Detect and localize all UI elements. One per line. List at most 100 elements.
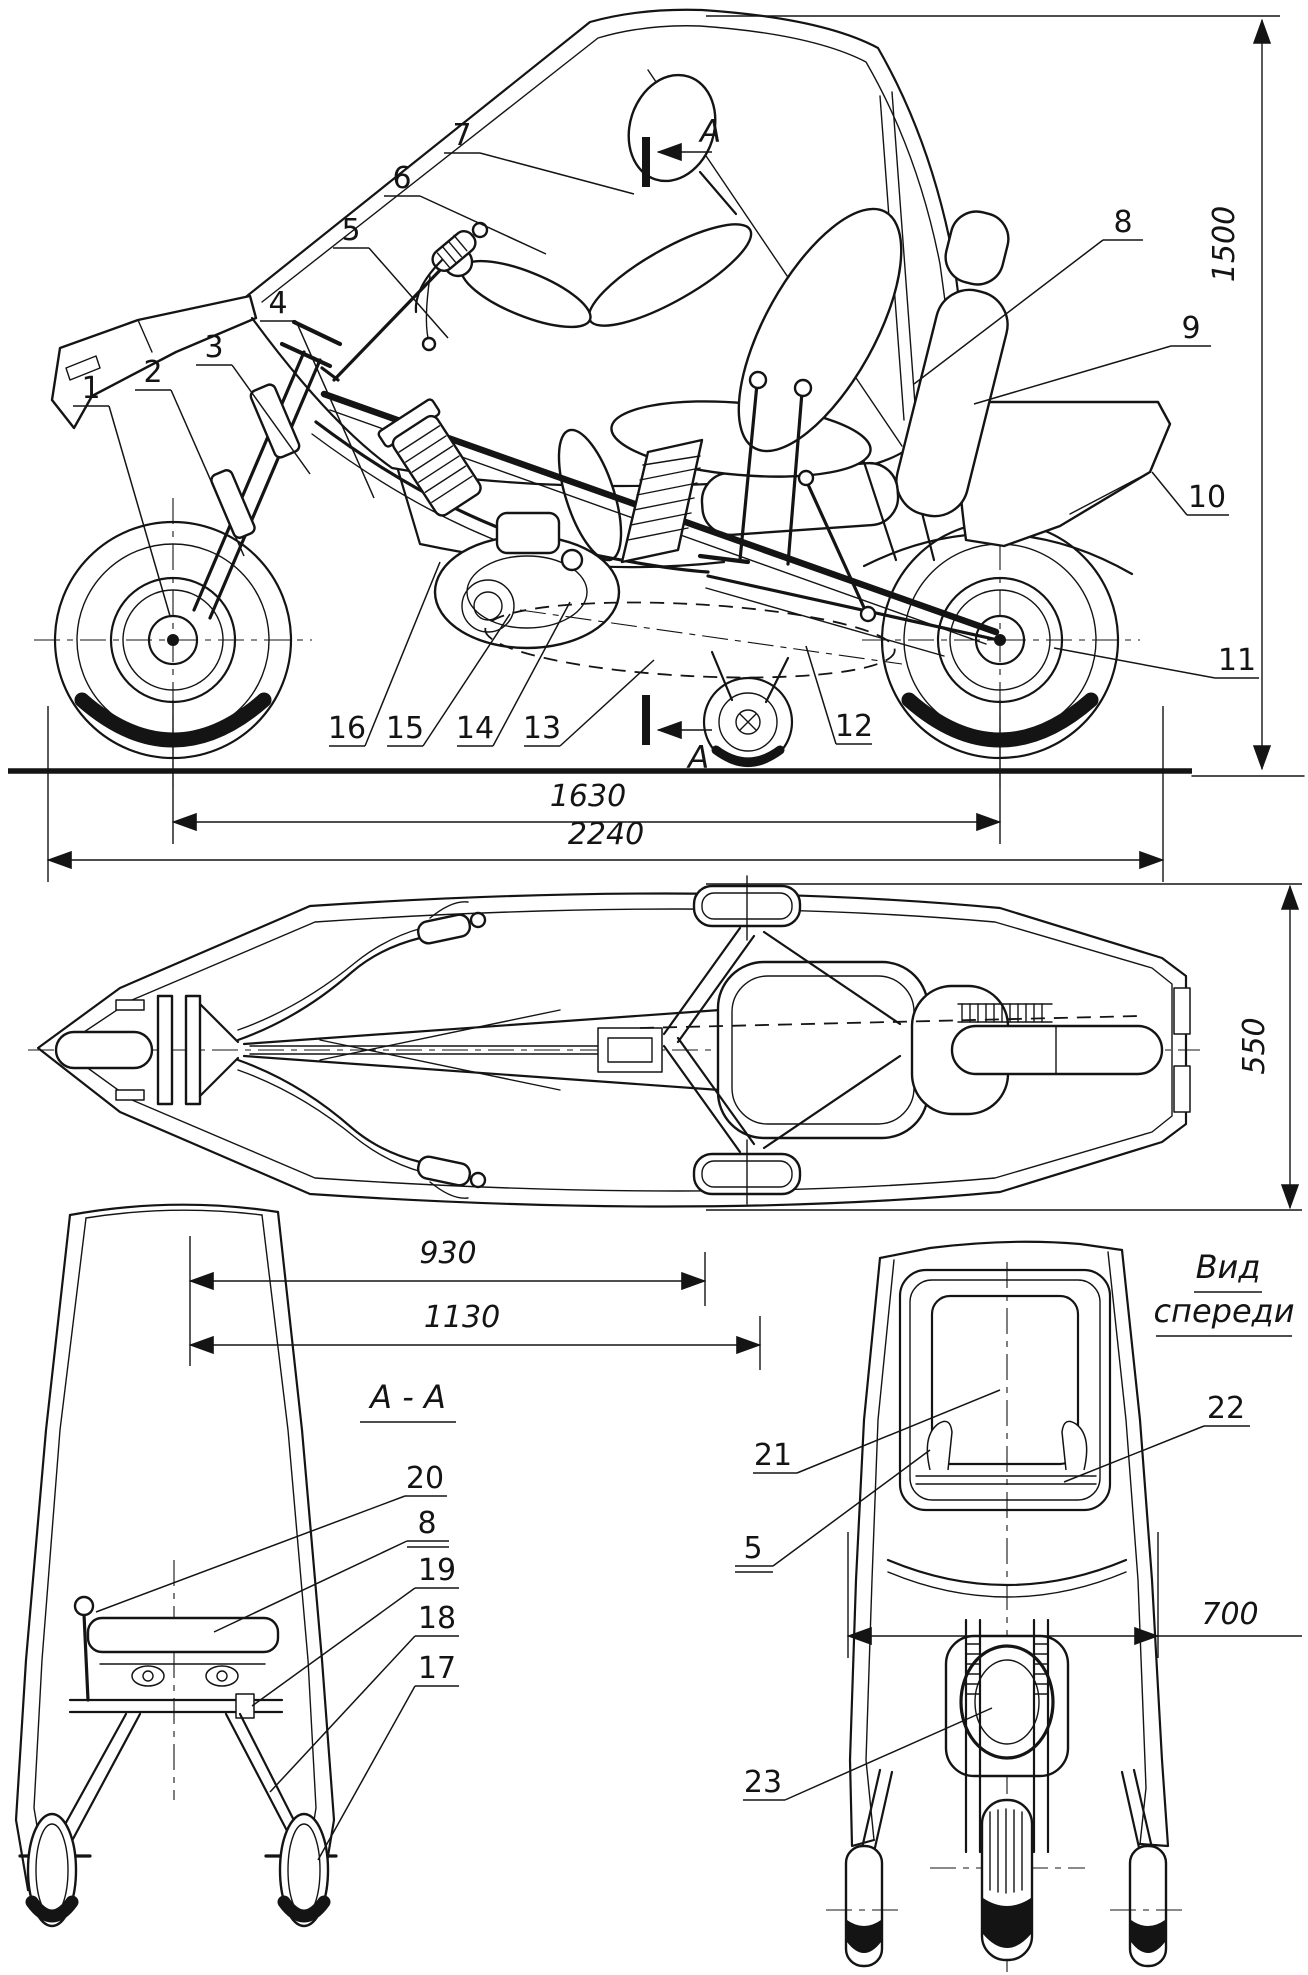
- drive-centerline: [519, 609, 903, 665]
- svg-text:15: 15: [386, 711, 424, 746]
- svg-text:550: 550: [1237, 1017, 1272, 1074]
- svg-text:4: 4: [268, 286, 287, 321]
- callout-3: 3: [196, 330, 311, 475]
- svg-text:12: 12: [835, 709, 873, 744]
- callout-9: 9: [973, 311, 1211, 405]
- section-seat: [68, 1595, 284, 1719]
- callout-15: 15: [386, 613, 511, 747]
- section-view-aa: А - А 20 8 19 18 17: [14, 1203, 459, 1928]
- outrigger-plan-upper: [662, 875, 902, 1044]
- callout-11: 11: [1053, 643, 1259, 679]
- callout-5-front: 5: [735, 1449, 931, 1573]
- hull-inner-line: [59, 908, 1173, 1192]
- svg-text:7: 7: [452, 118, 471, 153]
- handlebar-plan: [236, 901, 487, 1199]
- callout-20: 20: [95, 1461, 447, 1613]
- callout-13: 13: [523, 659, 655, 747]
- vent-panel: [620, 438, 704, 564]
- callout-22: 22: [1063, 1391, 1250, 1483]
- callout-1: 1: [73, 371, 171, 617]
- front-body-nose: [50, 294, 258, 430]
- dimension-wheelbase: 1630: [171, 700, 1002, 844]
- callout-23: 23: [743, 1707, 993, 1801]
- front-cowl: [886, 1558, 1128, 1778]
- callout-16: 16: [328, 561, 441, 747]
- svg-text:6: 6: [392, 161, 411, 196]
- svg-text:20: 20: [406, 1461, 444, 1496]
- svg-text:14: 14: [456, 711, 494, 746]
- svg-text:5: 5: [341, 213, 360, 248]
- svg-text:1630: 1630: [550, 779, 626, 814]
- dimension-1130: 1130: [188, 1300, 762, 1370]
- svg-text:23: 23: [744, 1765, 782, 1800]
- control-levers: [697, 370, 813, 566]
- front-fork: [192, 319, 343, 620]
- front-wheel-plan: [54, 994, 240, 1106]
- front-view: 700 Вид спереди 21 22 5 23: [735, 1240, 1302, 1972]
- tail-detail-lower: [1173, 1065, 1191, 1113]
- svg-text:21: 21: [754, 1438, 792, 1473]
- rear-wheel-plan: [639, 1003, 1164, 1076]
- svg-text:2: 2: [143, 355, 162, 390]
- windshield: [898, 1268, 1112, 1512]
- callout-18: 18: [269, 1601, 459, 1793]
- callout-6: 6: [384, 161, 547, 255]
- callout-2: 2: [135, 355, 245, 557]
- svg-text:1: 1: [81, 371, 100, 406]
- section-title: А - А: [360, 1378, 456, 1423]
- svg-text:17: 17: [418, 1651, 456, 1686]
- outrigger-plan-lower: [662, 1036, 902, 1205]
- svg-text:13: 13: [523, 711, 561, 746]
- callout-8-section: 8: [213, 1506, 449, 1633]
- svg-text:22: 22: [1207, 1391, 1245, 1426]
- svg-text:1500: 1500: [1207, 206, 1242, 282]
- top-view: 550: [28, 875, 1302, 1211]
- front-view-title: Вид спереди: [1153, 1248, 1295, 1337]
- svg-text:Вид: Вид: [1196, 1248, 1261, 1286]
- callout-17: 17: [317, 1651, 459, 1861]
- svg-text:930: 930: [419, 1236, 476, 1271]
- dimension-body-width: 550: [706, 883, 1302, 1211]
- callout-12: 12: [805, 645, 873, 745]
- dimension-overall-length: 2240: [46, 706, 1165, 882]
- svg-text:8: 8: [1113, 205, 1132, 240]
- section-outriggers: [18, 1712, 338, 1928]
- callout-7: 7: [444, 118, 635, 195]
- front-fork-front: [930, 1618, 1085, 1962]
- headlight: [959, 1644, 1055, 1760]
- section-marker-top: A: [642, 114, 721, 187]
- svg-text:11: 11: [1218, 643, 1256, 678]
- callout-5: 5: [333, 213, 449, 339]
- driver-manikin: [442, 73, 903, 585]
- engine: [377, 398, 621, 650]
- svg-text:700: 700: [1201, 1597, 1258, 1632]
- svg-text:2240: 2240: [568, 817, 644, 852]
- side-view: A A 1 2 3 4 5 6 7 8 9 10 11 12 13 14 15 …: [8, 8, 1305, 882]
- callout-14: 14: [456, 601, 571, 747]
- svg-text:9: 9: [1181, 311, 1200, 346]
- svg-text:18: 18: [418, 1601, 456, 1636]
- section-marker-bottom: A: [642, 695, 712, 776]
- svg-text:8: 8: [417, 1506, 436, 1541]
- svg-text:А - А: А - А: [368, 1378, 446, 1416]
- section-letter-top: A: [698, 114, 721, 150]
- callout-8: 8: [913, 205, 1143, 385]
- section-letter-bottom: A: [686, 740, 709, 776]
- dimension-overall-height: 1500: [706, 15, 1280, 771]
- front-outrigger-left: [826, 1768, 902, 1968]
- svg-text:19: 19: [418, 1553, 456, 1588]
- drive-belt-outline: [484, 601, 896, 679]
- callout-4: 4: [260, 286, 375, 499]
- dimension-930: 930: [188, 1236, 707, 1366]
- driver-seat: [700, 210, 1010, 537]
- svg-text:1130: 1130: [424, 1300, 500, 1335]
- svg-text:16: 16: [328, 711, 366, 746]
- svg-text:5: 5: [743, 1531, 762, 1566]
- svg-text:3: 3: [204, 330, 223, 365]
- svg-text:спереди: спереди: [1153, 1292, 1294, 1330]
- svg-text:10: 10: [1188, 480, 1226, 515]
- jockey-wheel: [702, 650, 794, 768]
- dimension-front-width: 700: [846, 1532, 1302, 1658]
